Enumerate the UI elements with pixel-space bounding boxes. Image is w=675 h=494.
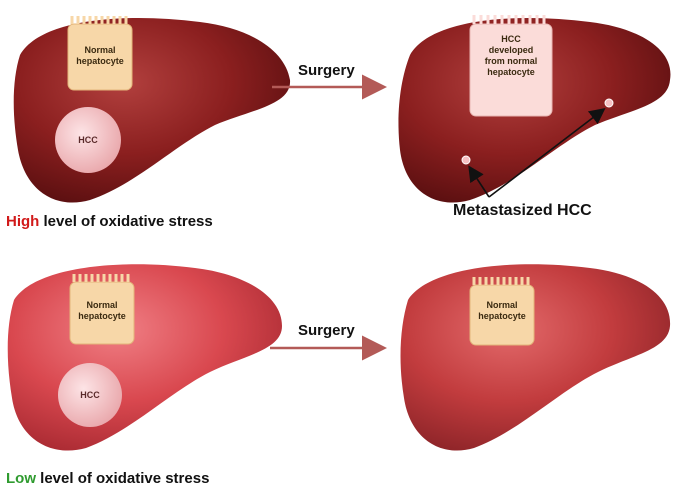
caption-high-rest: level of oxidative stress (39, 213, 213, 230)
metastasis-pointer-right (488, 108, 606, 198)
hcc-label-bottom-left: HCC (80, 390, 100, 400)
surgery-label-top: Surgery (298, 62, 355, 79)
hcc-label-top-left: HCC (78, 135, 98, 145)
caption-high-keyword: High (6, 213, 40, 230)
caption-low-stress: Low level of oxidative stress (6, 470, 209, 487)
hcc-nodule-top-left (55, 107, 121, 173)
cell-label-bottom-right: Normal hepatocyte (478, 300, 526, 321)
liver-top-left (13, 18, 291, 203)
hepatocyte-bottom-right (469, 277, 535, 346)
caption-low-rest: level of oxidative stress (36, 470, 210, 487)
hepatocyte-top-left (67, 16, 133, 91)
metastasized-hcc-label: Metastasized HCC (453, 202, 592, 219)
hepatocyte-bottom-left (69, 274, 135, 345)
caption-high-stress: High level of oxidative stress (6, 213, 213, 230)
metastasis-dot-2 (604, 98, 614, 108)
caption-low-keyword: Low (6, 470, 36, 487)
cell-label-top-right: HCC developed from normal hepatocyte (484, 34, 538, 77)
cell-label-bottom-left: Normal hepatocyte (78, 300, 126, 321)
surgery-label-bottom: Surgery (298, 322, 355, 339)
metastasis-dot-1 (461, 155, 471, 165)
cell-label-top-left: Normal hepatocyte (76, 45, 124, 66)
hepatocyte-top-right (469, 15, 553, 117)
liver-bottom-right (400, 264, 671, 451)
metastasis-pointer-left (468, 165, 490, 198)
liver-bottom-left (7, 264, 283, 451)
hcc-nodule-bottom-left (58, 363, 122, 427)
